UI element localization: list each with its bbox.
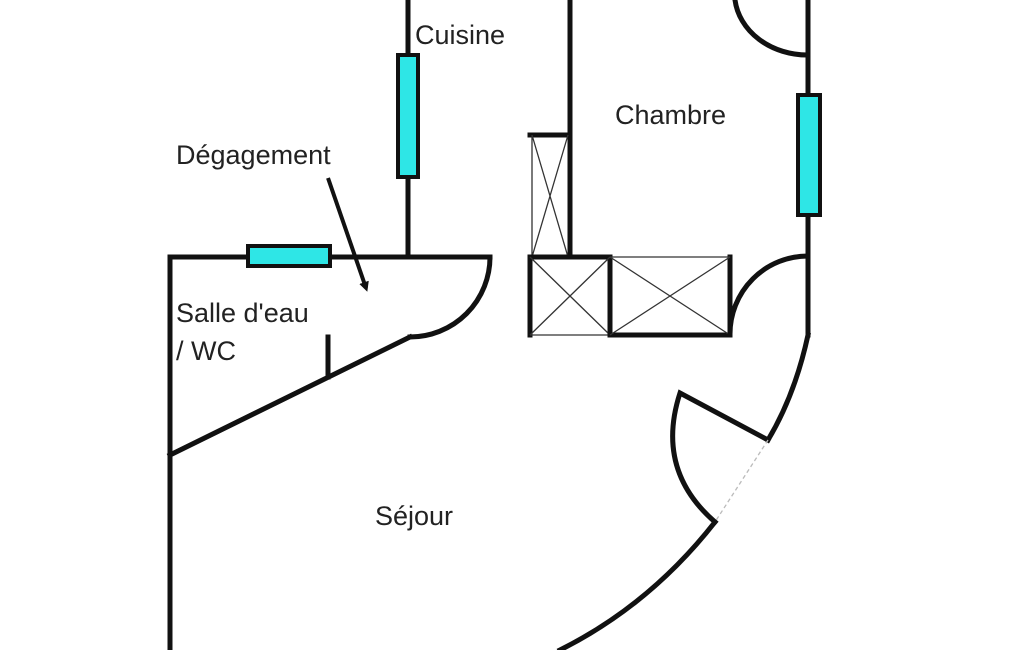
bathroom-window bbox=[246, 244, 332, 268]
room-label-degagement: Dégagement bbox=[176, 140, 331, 170]
living-curved-wall-lower bbox=[556, 518, 719, 650]
room-label-salle-eau: Salle d'eau bbox=[176, 298, 309, 328]
bedroom-window bbox=[796, 93, 822, 217]
closet-2 bbox=[529, 256, 611, 336]
room-label-wc: / WC bbox=[176, 336, 236, 366]
room-label-cuisine: Cuisine bbox=[415, 20, 505, 50]
living-curved-wall bbox=[764, 332, 811, 444]
bedroom-door-arc bbox=[727, 253, 811, 337]
room-label-sejour: Séjour bbox=[375, 501, 453, 531]
bathroom-diagonal-wall bbox=[166, 333, 414, 459]
kitchen-window bbox=[396, 53, 420, 179]
room-label-chambre: Chambre bbox=[615, 100, 726, 130]
entry-door-threshold bbox=[714, 439, 769, 523]
bathroom-door-arc bbox=[407, 254, 493, 340]
degagement-arrow bbox=[326, 177, 369, 292]
entry-door-leaf bbox=[670, 389, 772, 526]
closet-1 bbox=[531, 134, 569, 258]
closet-2-walls bbox=[527, 254, 613, 338]
left-wall bbox=[167, 254, 493, 650]
closet-3 bbox=[609, 256, 731, 336]
bedroom-top-door-arc bbox=[732, 0, 811, 58]
